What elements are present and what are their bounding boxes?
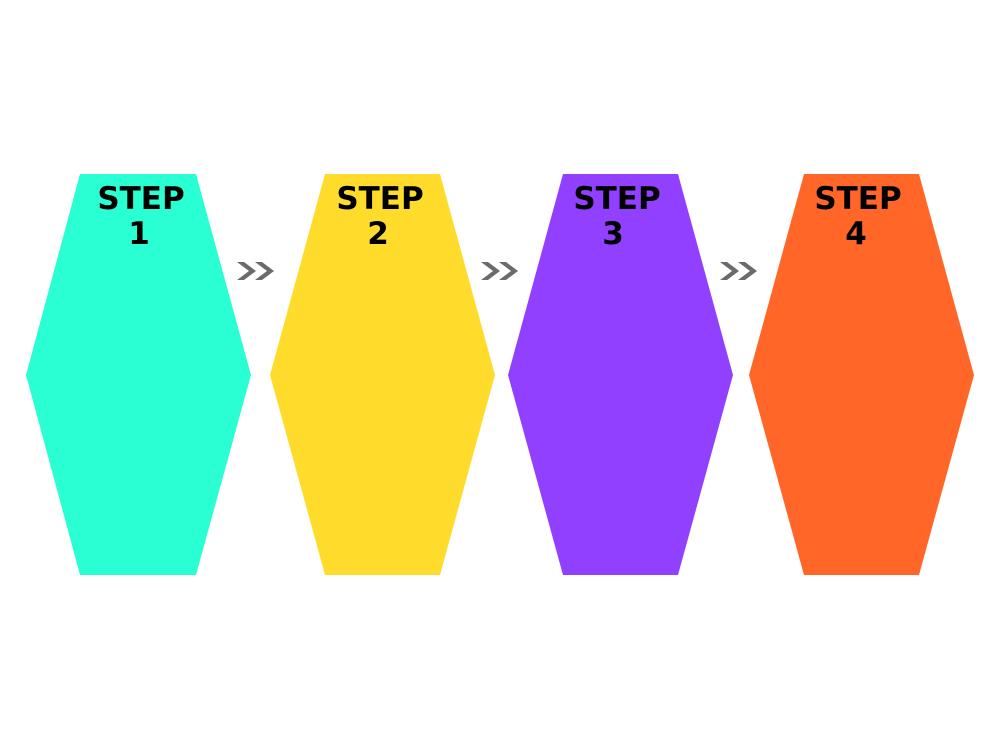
- step-1: STEP 1: [26, 174, 251, 575]
- step-3-number: 3: [602, 216, 624, 252]
- step-4-hexagon: [749, 174, 974, 575]
- step-2-word: STEP: [336, 181, 423, 217]
- step-3-hexagon: [508, 174, 733, 575]
- double-chevron-right-icon: [481, 262, 518, 280]
- step-2-hexagon: [270, 174, 495, 575]
- step-2: STEP 2: [270, 174, 495, 575]
- step-3-word: STEP: [573, 181, 660, 217]
- step-1-number: 1: [128, 216, 150, 252]
- step-4-word: STEP: [814, 181, 901, 217]
- step-4: STEP 4: [749, 174, 974, 575]
- double-chevron-right-icon: [237, 262, 274, 280]
- step-1-hexagon: [26, 174, 251, 575]
- step-3: STEP 3: [508, 174, 733, 575]
- step-4-number: 4: [845, 216, 867, 252]
- step-2-number: 2: [367, 216, 389, 252]
- double-chevron-right-icon: [720, 262, 757, 280]
- step-1-word: STEP: [97, 181, 184, 217]
